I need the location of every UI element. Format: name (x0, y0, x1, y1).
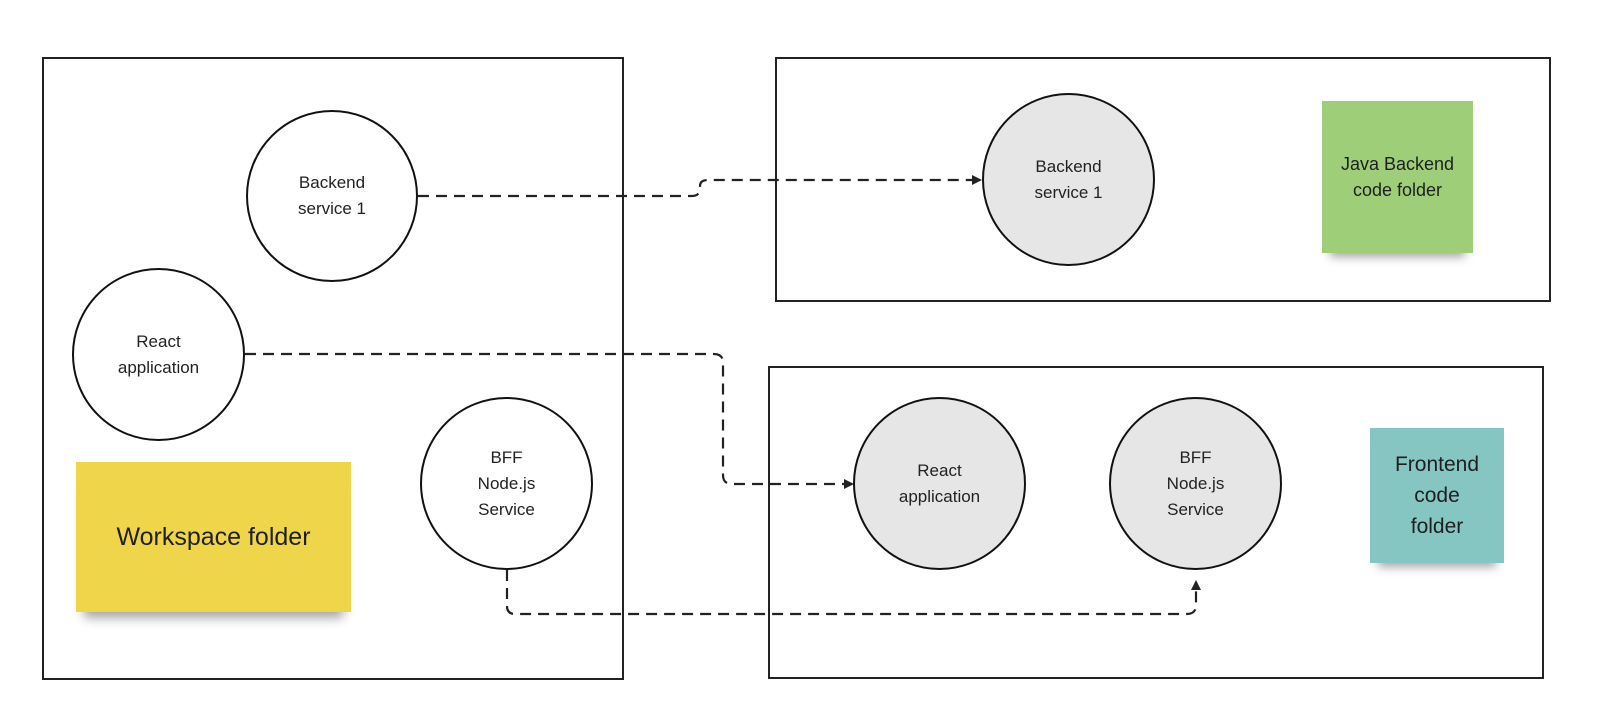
frontend-folder-note: Frontend code folder (1370, 428, 1504, 563)
workspace-bff-service-label: BFF Node.js Service (477, 447, 536, 519)
workspace-react-application-node: React application (72, 268, 245, 441)
workspace-bff-service-node: BFF Node.js Service (420, 397, 593, 570)
workspace-react-application-label: React application (117, 331, 200, 377)
java-backend-service-node: Backend service 1 (982, 93, 1155, 266)
workspace-frame (42, 57, 624, 680)
java-backend-service-label: Backend service 1 (1034, 156, 1103, 202)
workspace-folder-note-label: Workspace folder (116, 522, 311, 551)
frontend-react-application-node: React application (853, 397, 1026, 570)
workspace-backend-service-node: Backend service 1 (246, 110, 418, 282)
frontend-bff-service-node: BFF Node.js Service (1109, 397, 1282, 570)
connector-bff (505, 570, 1201, 616)
java-backend-folder-note: Java Backend code folder (1322, 101, 1473, 253)
workspace-backend-service-label: Backend service 1 (297, 173, 367, 218)
frontend-frame (768, 366, 1544, 679)
workspace-folder-note: Workspace folder (76, 462, 351, 612)
frontend-bff-service-label: BFF Node.js Service (1166, 447, 1225, 519)
connector-react (245, 352, 854, 489)
connector-backend (418, 175, 982, 198)
frontend-react-application-label: React application (898, 460, 981, 506)
java-backend-folder-note-label: Java Backend code folder (1340, 154, 1455, 200)
frontend-folder-note-label: Frontend code folder (1394, 453, 1480, 538)
